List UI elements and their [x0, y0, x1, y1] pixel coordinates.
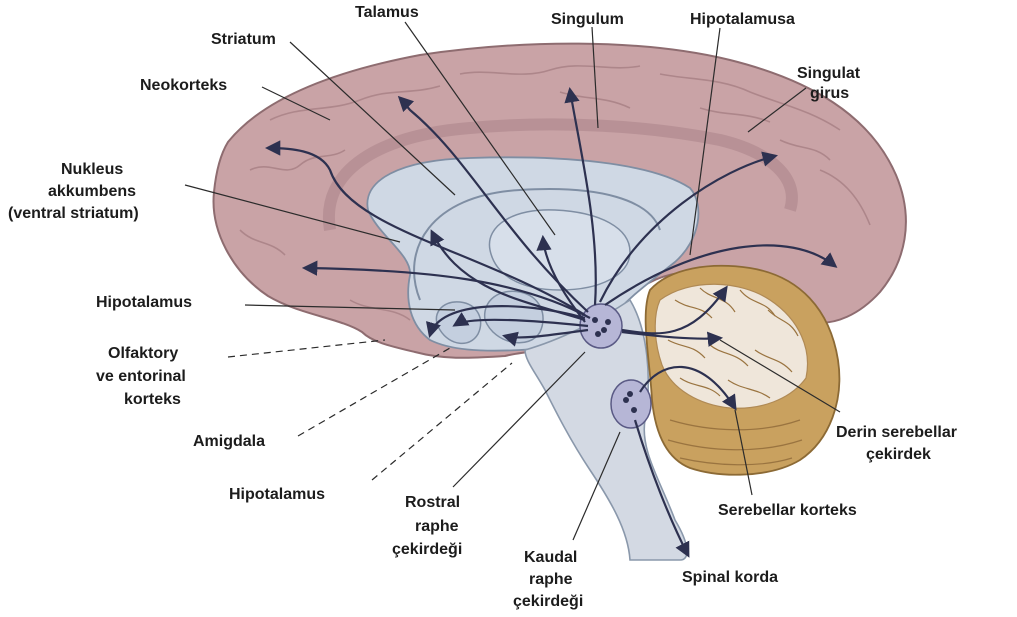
svg-text:(ventral striatum): (ventral striatum) — [8, 205, 139, 222]
svg-text:ve entorinal: ve entorinal — [96, 368, 186, 385]
label-amigdala: Amigdala — [193, 433, 265, 450]
svg-text:çekirdeği: çekirdeği — [392, 541, 462, 558]
thalamus-shape — [489, 210, 630, 290]
svg-text:Derin serebellar: Derin serebellar — [836, 424, 957, 441]
svg-text:Serebellar korteks: Serebellar korteks — [718, 502, 857, 519]
label-neokorteks: Neokorteks — [140, 77, 227, 94]
svg-text:Hipotalamus: Hipotalamus — [229, 486, 325, 503]
svg-text:Hipotalamusa: Hipotalamusa — [690, 11, 795, 28]
label-hipotalamusa: Hipotalamusa — [690, 11, 795, 28]
label-derin-serebellar: Derin serebellar çekirdek — [836, 424, 957, 463]
svg-text:raphe: raphe — [529, 571, 573, 588]
svg-text:Spinal korda: Spinal korda — [682, 569, 778, 586]
svg-text:Hipotalamus: Hipotalamus — [96, 294, 192, 311]
svg-text:Rostral: Rostral — [405, 494, 460, 511]
label-striatum: Striatum — [211, 31, 276, 48]
label-talamus: Talamus — [355, 4, 419, 21]
label-kaudal-raphe: Kaudal raphe çekirdeği — [513, 549, 583, 610]
label-olfaktory-entorinal: Olfaktory ve entorinal korteks — [96, 345, 186, 408]
svg-text:çekirdeği: çekirdeği — [513, 593, 583, 610]
svg-text:Striatum: Striatum — [211, 31, 276, 48]
label-singulum: Singulum — [551, 11, 624, 28]
svg-text:Kaudal: Kaudal — [524, 549, 577, 566]
caudal-raphe-nucleus — [611, 380, 651, 428]
svg-text:Talamus: Talamus — [355, 4, 419, 21]
svg-text:Nukleus: Nukleus — [61, 161, 123, 178]
svg-text:raphe: raphe — [415, 518, 459, 535]
svg-text:girus: girus — [810, 85, 849, 102]
label-rostral-raphe: Rostral raphe çekirdeği — [392, 494, 462, 558]
label-serebellar-korteks: Serebellar korteks — [718, 502, 857, 519]
svg-text:Neokorteks: Neokorteks — [140, 77, 227, 94]
svg-text:korteks: korteks — [124, 391, 181, 408]
label-hipotalamus-upper: Hipotalamus — [96, 294, 192, 311]
label-nukleus-akkumbens: Nukleus akkumbens (ventral striatum) — [8, 161, 139, 222]
svg-text:Singulum: Singulum — [551, 11, 624, 28]
svg-text:akkumbens: akkumbens — [48, 183, 136, 200]
svg-text:Singulat: Singulat — [797, 65, 861, 82]
svg-text:Amigdala: Amigdala — [193, 433, 265, 450]
svg-text:çekirdek: çekirdek — [866, 446, 931, 463]
label-hipotalamus-lower: Hipotalamus — [229, 486, 325, 503]
svg-text:Olfaktory: Olfaktory — [108, 345, 178, 362]
label-spinal-korda: Spinal korda — [682, 569, 778, 586]
